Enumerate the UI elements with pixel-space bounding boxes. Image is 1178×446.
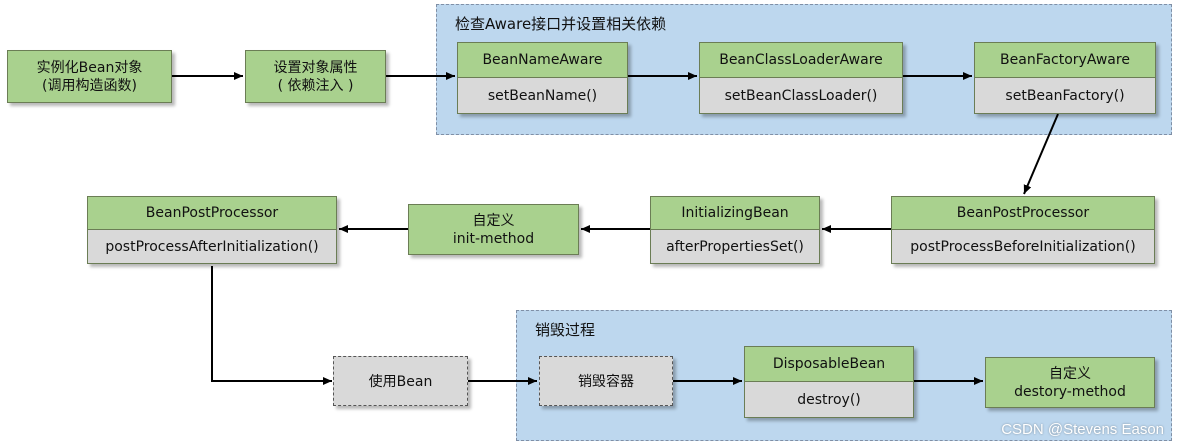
populate-node: 设置对象属性 ( 依赖注入 )	[245, 50, 386, 103]
initializing-bean-title: InitializingBean	[681, 205, 789, 221]
destroy-container-label: 销毁容器	[578, 374, 634, 390]
destroy-method-line2: destory-method	[1014, 383, 1126, 400]
watermark: CSDN @Stevens Eason	[1001, 421, 1164, 438]
bean-name-aware-method: setBeanName()	[487, 87, 598, 104]
bean-classloader-aware-title: BeanClassLoaderAware	[719, 52, 883, 68]
disposable-bean-method: destroy()	[797, 391, 861, 408]
init-method-line1: 自定义	[472, 212, 515, 229]
initializing-bean-method: afterPropertiesSet()	[666, 238, 804, 255]
bpp-before-method: postProcessBeforeInitialization()	[910, 238, 1136, 255]
destroy-method-node: 自定义 destory-method	[985, 357, 1155, 408]
use-bean-node: 使用Bean	[333, 356, 468, 406]
disposable-bean-node: DisposableBean destroy()	[744, 346, 914, 418]
bpp-before-node: BeanPostProcessor postProcessBeforeIniti…	[891, 196, 1155, 264]
populate-line1: 设置对象属性	[273, 59, 358, 76]
bean-classloader-aware-method: setBeanClassLoader()	[724, 87, 878, 104]
use-bean-label: 使用Bean	[368, 374, 433, 390]
initializing-bean-node: InitializingBean afterPropertiesSet()	[650, 196, 820, 264]
instantiate-node: 实例化Bean对象 (调用构造函数)	[7, 50, 172, 103]
bpp-after-node: BeanPostProcessor postProcessAfterInitia…	[87, 196, 337, 264]
bean-name-aware-title: BeanNameAware	[482, 52, 603, 68]
bpp-after-title: BeanPostProcessor	[145, 205, 279, 221]
bean-factory-aware-node: BeanFactoryAware setBeanFactory()	[974, 42, 1156, 114]
bean-factory-aware-title: BeanFactoryAware	[1000, 52, 1130, 68]
bpp-before-title: BeanPostProcessor	[956, 205, 1090, 221]
destroy-group-title: 销毁过程	[535, 321, 596, 339]
init-method-line2: init-method	[452, 230, 535, 247]
arrow-bpp-after-to-usebean	[211, 266, 332, 385]
aware-group-title: 检查Aware接口并设置相关依赖	[455, 15, 667, 33]
destroy-container-node: 销毁容器	[539, 356, 673, 406]
bean-factory-aware-method: setBeanFactory()	[1005, 87, 1125, 104]
populate-line2: ( 依赖注入 )	[277, 77, 354, 94]
bpp-after-method: postProcessAfterInitialization()	[105, 238, 319, 255]
destroy-method-line1: 自定义	[1049, 365, 1091, 382]
bean-name-aware-node: BeanNameAware setBeanName()	[457, 42, 628, 114]
bean-classloader-aware-node: BeanClassLoaderAware setBeanClassLoader(…	[699, 42, 903, 114]
init-method-node: 自定义 init-method	[408, 204, 579, 255]
disposable-bean-title: DisposableBean	[772, 356, 886, 372]
instantiate-line2: (调用构造函数)	[42, 77, 137, 94]
instantiate-line1: 实例化Bean对象	[36, 59, 143, 76]
